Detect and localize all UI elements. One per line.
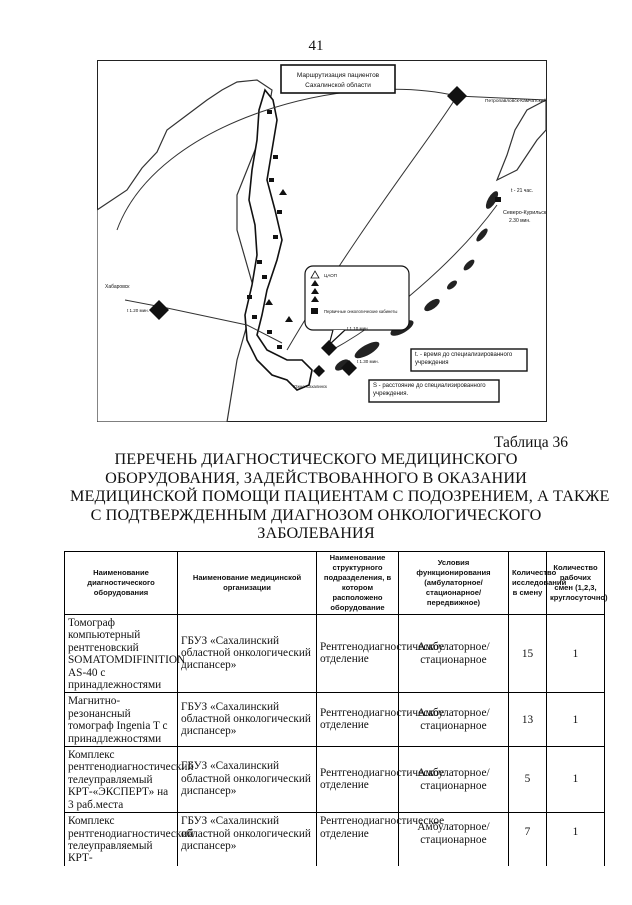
triangle-icon (311, 280, 319, 286)
place-label-khabarovsk: Хабаровск (105, 284, 130, 290)
cell-studies-per-shift: 13 (508, 692, 547, 748)
place-label-severo-kurilsk: Северо-Курильск (503, 210, 547, 216)
page-number: 41 (308, 38, 324, 54)
table-row: Комплекс рентгенодиагностический телеупр… (64, 812, 605, 866)
cell-shifts: 1 (546, 613, 605, 694)
column-header: Наименование диагностического оборудован… (64, 551, 178, 615)
map-label-time: t 1.10 мин. (347, 326, 369, 331)
table-row: Томограф компьютерный рентгеновский SOMA… (64, 613, 605, 694)
square-icon (311, 308, 318, 314)
title-line: ОБОРУДОВАНИЯ, ЗАДЕЙСТВОВАННОГО В ОКАЗАНИ… (105, 468, 527, 487)
cell-organization: ГБУЗ «Сахалинский областной онкологическ… (177, 613, 317, 694)
equipment-table: Наименование диагностического оборудован… (64, 551, 608, 866)
kamchatka-coast (495, 99, 547, 182)
table-row: Комплекс рентгенодиагностический телеупр… (64, 746, 605, 814)
cell-equipment: Комплекс рентгенодиагностический телеупр… (64, 812, 194, 866)
column-header: Наименование медицинской организации (177, 551, 317, 615)
legend-item-cabinets: Первичные онкологические кабинеты (324, 309, 397, 314)
table-row: Магнитно-резонансный томограф Ingenia T … (64, 692, 605, 748)
sakhalin-island (244, 88, 313, 391)
settlement-markers (247, 110, 501, 349)
cell-conditions: Амбулаторное/стационарное (398, 692, 509, 748)
map-label-time: t 1.20 мин. (127, 308, 149, 313)
cell-shifts: 1 (546, 812, 605, 866)
cell-studies-per-shift: 15 (508, 613, 547, 694)
map-title-line1: Маршрутизация пациентов (297, 72, 380, 79)
title-line: ЗАБОЛЕВАНИЯ (257, 524, 375, 543)
cell-conditions: Амбулаторное/стационарное (398, 812, 509, 866)
place-label-yuzhno-sakhalinsk: Южно-Сахалинск (293, 384, 327, 389)
cell-department: Рентгенодиагностическое отделение (316, 692, 444, 748)
table-header-row: Наименование диагностического оборудован… (64, 551, 608, 615)
title-line: ПЕРЕЧЕНЬ ДИАГНОСТИЧЕСКОГО МЕДИЦИНСКОГО (114, 450, 518, 468)
map-label-time: t 1.30 мин. (357, 359, 379, 364)
cell-shifts: 1 (546, 692, 605, 748)
cell-shifts: 1 (546, 746, 605, 814)
cell-equipment: Магнитно-резонансный томограф Ingenia T … (64, 692, 178, 748)
cell-conditions: Амбулаторное/стационарное (398, 746, 509, 814)
place-label-petropavlovsk: Петропавловск-Камчатский (485, 97, 546, 104)
cell-department: Рентгенодиагностическое отделение (316, 613, 444, 694)
triangle-icon (310, 270, 320, 279)
map-label-time: 2.30 мин. (509, 218, 531, 224)
legend-time: t. - время до специализированного учрежд… (415, 352, 513, 366)
cell-organization: ГБУЗ «Сахалинский областной онкологическ… (177, 692, 317, 748)
document-title: ПЕРЕЧЕНЬ ДИАГНОСТИЧЕСКОГО МЕДИЦИНСКОГО О… (70, 450, 610, 543)
title-line: МЕДИЦИНСКОЙ ПОМОЩИ ПАЦИЕНТАМ С ПОДОЗРЕНИ… (70, 487, 610, 506)
cell-equipment: Комплекс рентгенодиагностический телеупр… (64, 746, 194, 814)
legend-distance: S - расстояние до специализированного уч… (373, 383, 486, 397)
title-line: С ПОДТВЕРЖДЕННЫМ ДИАГНОЗОМ ОНКОЛОГИЧЕСКО… (90, 505, 542, 524)
map-label-time: t - 21 час. (511, 188, 533, 194)
cell-department: Рентгенодиагностическое отделение (316, 746, 444, 814)
cell-equipment: Томограф компьютерный рентгеновский SOMA… (64, 613, 185, 694)
column-header: Количество рабочих смен (1,2,3, круглосу… (546, 551, 608, 615)
column-header: Количество исследований в смену (508, 551, 566, 615)
cell-organization: ГБУЗ «Сахалинский областной онкологическ… (177, 746, 317, 814)
routing-lines (116, 88, 547, 351)
cell-organization: ГБУЗ «Сахалинский областной онкологическ… (177, 812, 317, 866)
triangle-icon (311, 288, 319, 294)
routing-map: Маршрутизация пациентов Сахалинской обла… (97, 60, 547, 422)
legend-item-caop: ЦАОП (324, 273, 337, 278)
column-header: Условия функционирования (амбулаторное/с… (398, 551, 509, 615)
cell-conditions: Амбулаторное/стационарное (398, 613, 509, 694)
airplane-icon (149, 86, 467, 377)
cell-studies-per-shift: 7 (508, 812, 547, 866)
column-header: Наименование структурного подразделения,… (316, 551, 399, 615)
map-title-line2: Сахалинской области (305, 81, 371, 89)
cell-studies-per-shift: 5 (508, 746, 547, 814)
triangle-icon (311, 296, 319, 302)
cell-department: Рентгенодиагностическое отделение (316, 812, 444, 866)
table-caption: Таблица 36 (493, 434, 568, 451)
